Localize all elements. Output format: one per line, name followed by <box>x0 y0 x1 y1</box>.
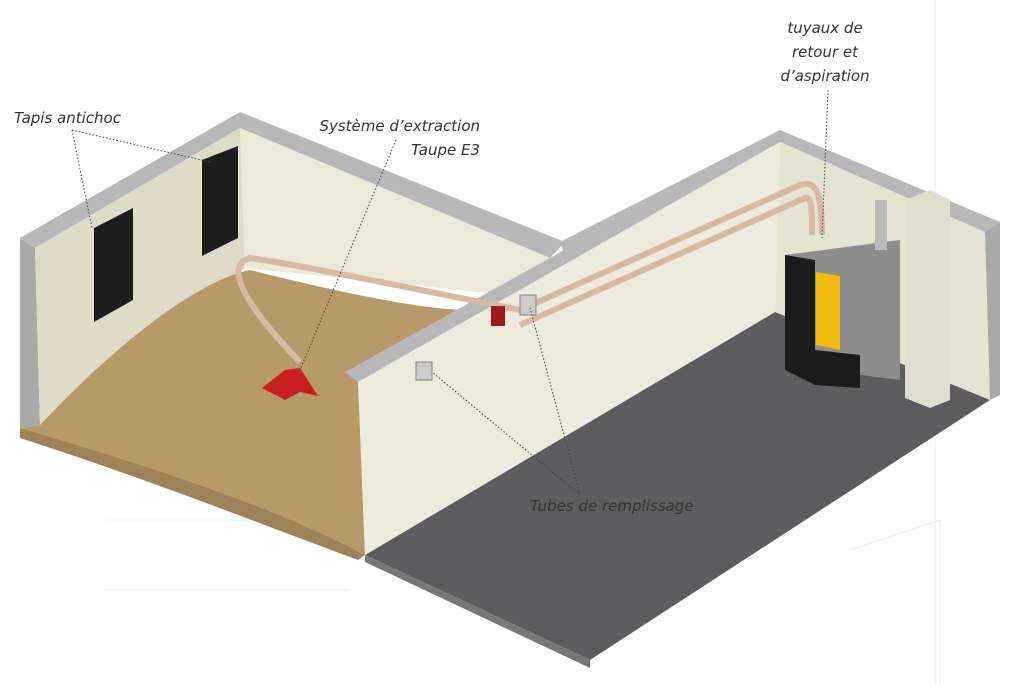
filling-tube-2 <box>415 361 433 381</box>
filling-tube-flange <box>491 306 505 326</box>
label-extraction-line2: Taupe E3 <box>411 141 480 159</box>
left-room-wall-top <box>20 112 565 258</box>
boiler-base <box>815 350 860 388</box>
label-extraction-line1: Système d’extraction <box>319 117 480 135</box>
partition-wall-top <box>345 130 780 382</box>
pellet-sand <box>20 270 470 555</box>
shock-mat-1 <box>94 208 133 322</box>
suction-pipe <box>235 180 825 365</box>
sand-cut-edge <box>20 428 365 560</box>
label-pipes-line1: tuyaux de <box>787 19 863 37</box>
partition-wall <box>358 142 780 555</box>
left-room-back-wall-left <box>35 128 245 425</box>
left-room-back-wall-right <box>240 128 555 300</box>
right-room-wall-top <box>560 130 1000 256</box>
label-shock-mat: Tapis antichoc <box>14 109 121 127</box>
boiler-front <box>785 255 815 385</box>
flue-pipe <box>875 200 887 250</box>
filling-tube-1 <box>519 294 537 316</box>
shock-mat-2 <box>202 146 238 256</box>
label-filling-tubes: Tubes de remplissage <box>530 497 694 515</box>
return-pipe <box>518 194 815 328</box>
boiler-room-floor <box>365 312 990 660</box>
extraction-mole <box>262 368 318 400</box>
boiler-door <box>816 272 840 350</box>
floor-edge <box>365 555 590 668</box>
right-wall-cut <box>985 222 1000 400</box>
chimney <box>905 190 950 408</box>
background-lines <box>105 0 941 684</box>
leader-lines <box>71 89 829 496</box>
label-pipes-line3: d’aspiration <box>780 67 870 85</box>
left-wall-cut <box>20 238 40 428</box>
label-pipes-line2: retour et <box>791 43 858 61</box>
